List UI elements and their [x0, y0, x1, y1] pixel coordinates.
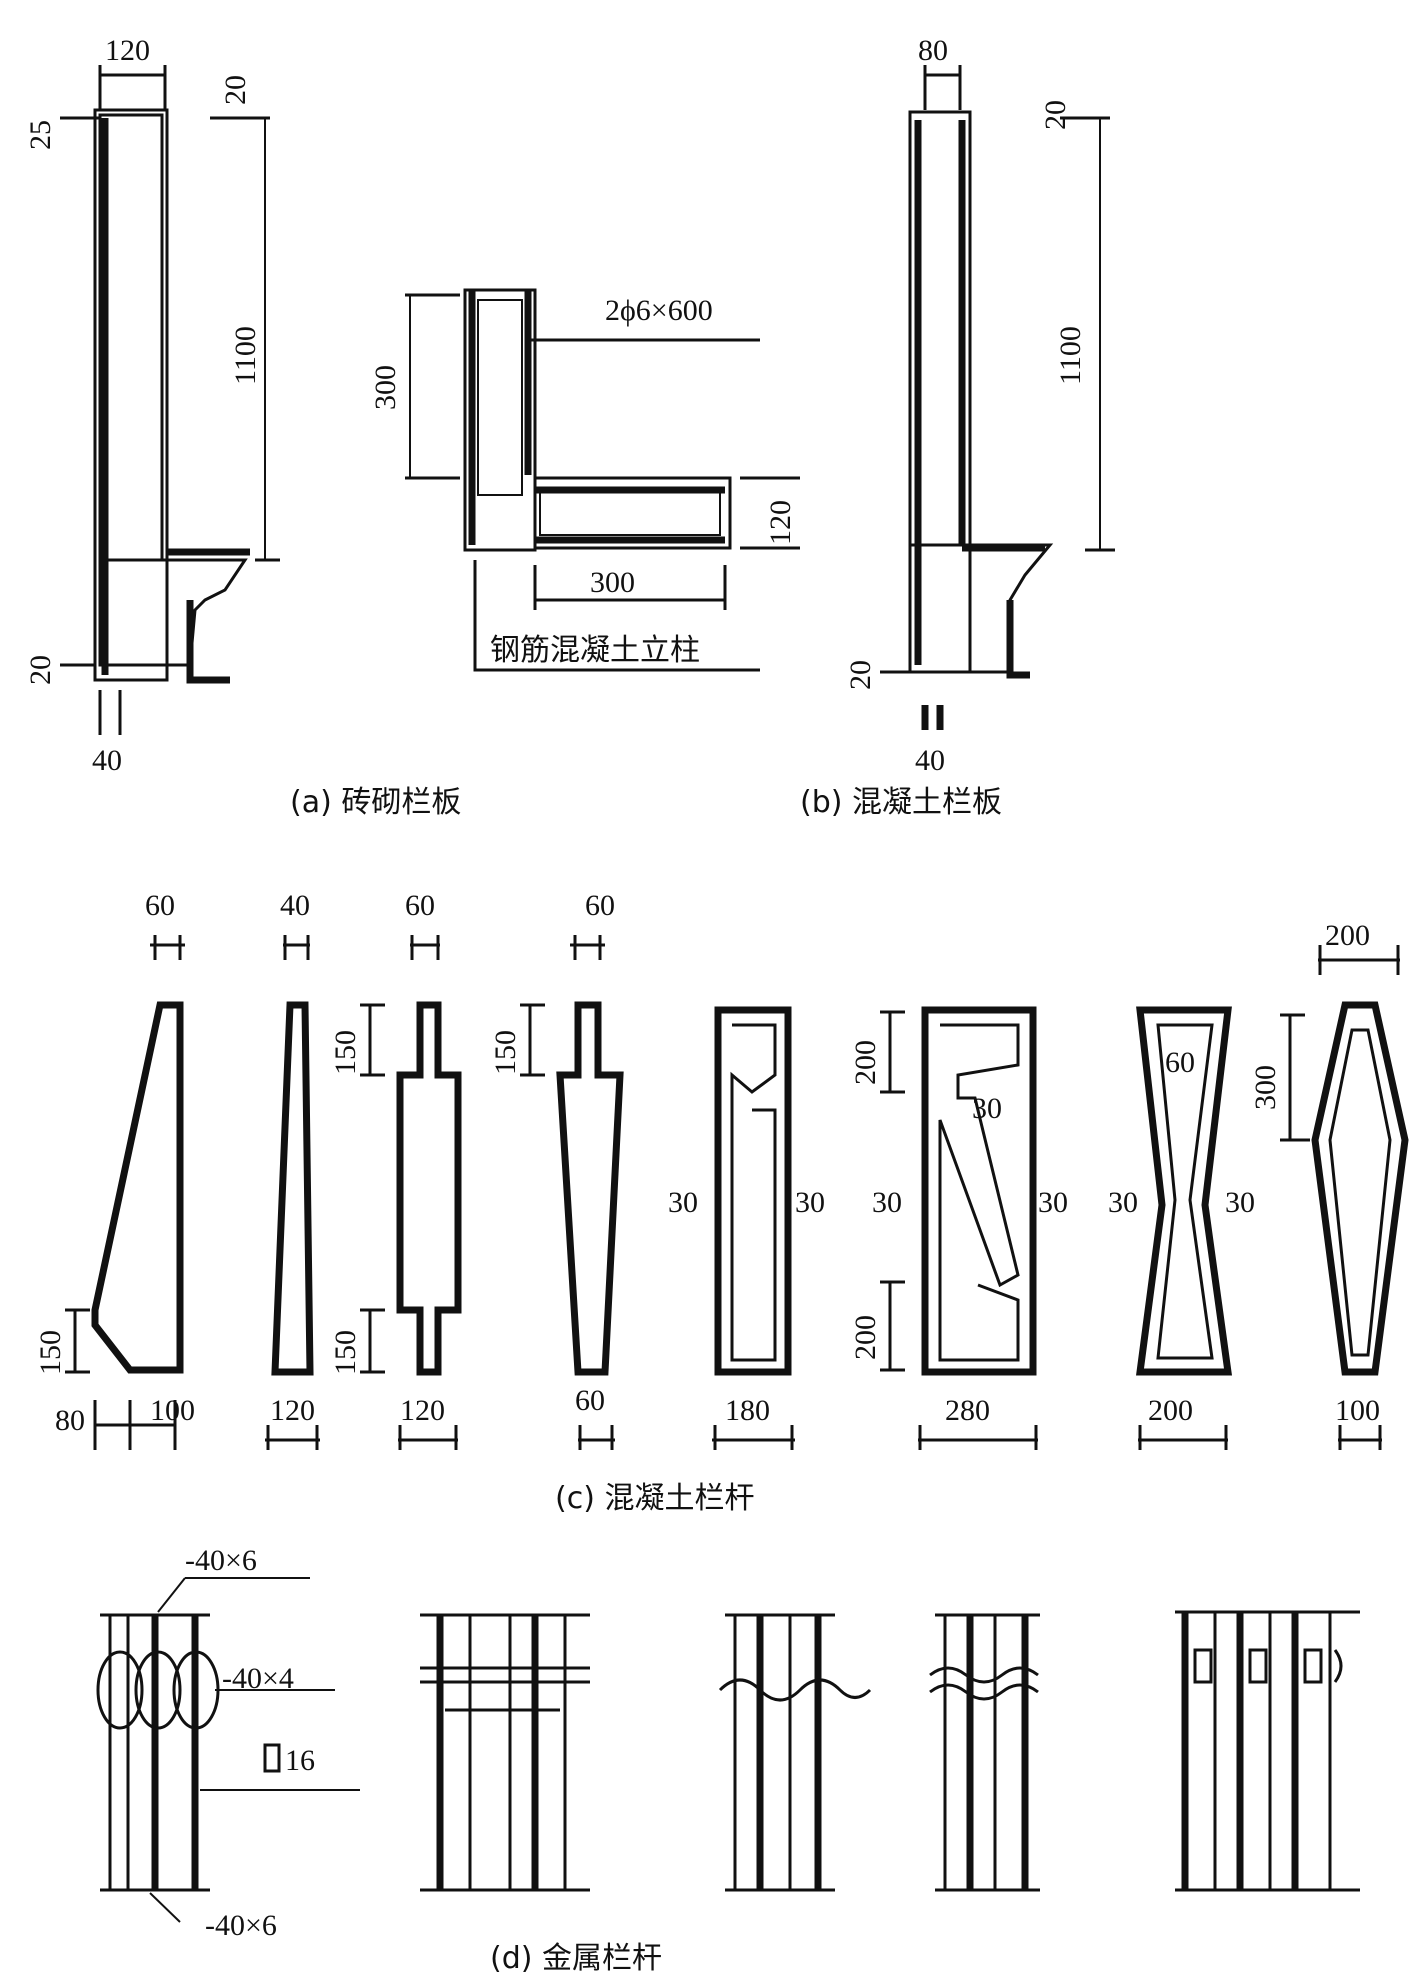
baluster-7-right: 30 — [1225, 1186, 1255, 1219]
panel-b-height: 1100 — [1054, 326, 1087, 385]
baluster-3-top: 60 — [405, 889, 435, 922]
baluster-3: 60 150 150 120 — [329, 889, 462, 1450]
detail-rebar: 2ϕ6×600 — [605, 294, 713, 327]
baluster-2: 40 120 — [265, 889, 320, 1450]
baluster-2-bottom: 120 — [270, 1394, 315, 1427]
baluster-6-inner: 30 — [972, 1092, 1002, 1125]
baluster-1-top: 60 — [145, 889, 175, 922]
baluster-1: 60 150 80 100 — [34, 889, 195, 1450]
baluster-7-inner: 60 — [1165, 1046, 1195, 1079]
baluster-6-left: 30 — [872, 1186, 902, 1219]
baluster-6-right: 30 — [1038, 1186, 1068, 1219]
baluster-6-bottom: 280 — [945, 1394, 990, 1427]
baluster-8: 200 300 100 — [1249, 919, 1409, 1450]
baluster-8-side: 300 — [1249, 1065, 1282, 1110]
panel-a-top-offset: 25 — [24, 120, 57, 150]
baluster-1-bottom-left: 80 — [55, 1404, 85, 1437]
metal-railing-1: -40×6 -40×4 16 -40×6 — [96, 1544, 360, 1942]
panel-a-top-width: 120 — [105, 34, 150, 67]
metal-1-mid-bar: -40×4 — [222, 1662, 294, 1695]
baluster-4-top: 60 — [585, 889, 615, 922]
baluster-7-left: 30 — [1108, 1186, 1138, 1219]
detail-height: 300 — [369, 365, 402, 410]
detail-slab: 120 — [764, 500, 797, 545]
caption-c: (c) 混凝土栏杆 — [555, 1481, 754, 1516]
metal-1-square: 16 — [285, 1744, 315, 1777]
baluster-5: 30 30 180 — [668, 1006, 825, 1450]
metal-railing-4 — [929, 1613, 1040, 1892]
panel-b-top-width: 80 — [918, 34, 948, 67]
baluster-4: 60 150 60 — [489, 889, 624, 1450]
metal-1-top-bar: -40×6 — [185, 1544, 257, 1577]
metal-railing-2 — [420, 1613, 590, 1892]
baluster-6: 200 30 30 30 200 280 — [849, 1006, 1068, 1450]
baluster-3-lower: 150 — [329, 1330, 362, 1375]
panel-b-right-top: 20 — [1039, 100, 1072, 130]
baluster-7-bottom: 200 — [1148, 1394, 1193, 1427]
panel-a-bottom: 20 — [24, 655, 57, 685]
baluster-1-side: 150 — [34, 1330, 67, 1375]
baluster-5-left: 30 — [668, 1186, 698, 1219]
baluster-8-bottom: 100 — [1335, 1394, 1380, 1427]
caption-d: (d) 金属栏杆 — [490, 1941, 662, 1976]
baluster-5-bottom: 180 — [725, 1394, 770, 1427]
panel-a-right-top: 20 — [219, 75, 252, 105]
panel-a-height: 1100 — [229, 326, 262, 385]
panel-a-base-width: 40 — [92, 744, 122, 777]
detail-rc-post: 2ϕ6×600 300 120 300 钢筋混凝土立柱 — [369, 288, 800, 672]
baluster-6-upper: 200 — [849, 1040, 882, 1085]
panel-b-base-width: 40 — [915, 744, 945, 777]
panel-b-concrete-parapet: 80 20 1100 20 40 — [844, 34, 1115, 777]
detail-label: 钢筋混凝土立柱 — [490, 633, 700, 668]
caption-a: (a) 砖砌栏板 — [290, 785, 461, 820]
caption-b: (b) 混凝土栏板 — [800, 785, 1002, 820]
baluster-2-top: 40 — [280, 889, 310, 922]
baluster-5-right: 30 — [795, 1186, 825, 1219]
metal-railing-3 — [718, 1613, 872, 1892]
metal-railing-5 — [1175, 1610, 1360, 1892]
baluster-6-lower: 200 — [849, 1315, 882, 1360]
metal-1-bottom-bar: -40×6 — [205, 1909, 277, 1942]
panel-c-concrete-balusters: 60 150 80 100 40 120 — [34, 889, 1409, 1450]
panel-a-brick-parapet: 120 25 20 1100 20 40 — [24, 34, 280, 777]
baluster-3-bottom: 120 — [400, 1394, 445, 1427]
baluster-1-bottom-right: 100 — [150, 1394, 195, 1427]
detail-length: 300 — [590, 566, 635, 599]
baluster-4-bottom: 60 — [575, 1384, 605, 1417]
baluster-8-top: 200 — [1325, 919, 1370, 952]
panel-d-metal-balusters: -40×6 -40×4 16 -40×6 — [96, 1544, 1360, 1942]
baluster-4-upper: 150 — [489, 1030, 522, 1075]
panel-b-bottom: 20 — [844, 660, 877, 690]
baluster-7: 60 30 30 200 — [1108, 1006, 1255, 1450]
baluster-3-upper: 150 — [329, 1030, 362, 1075]
